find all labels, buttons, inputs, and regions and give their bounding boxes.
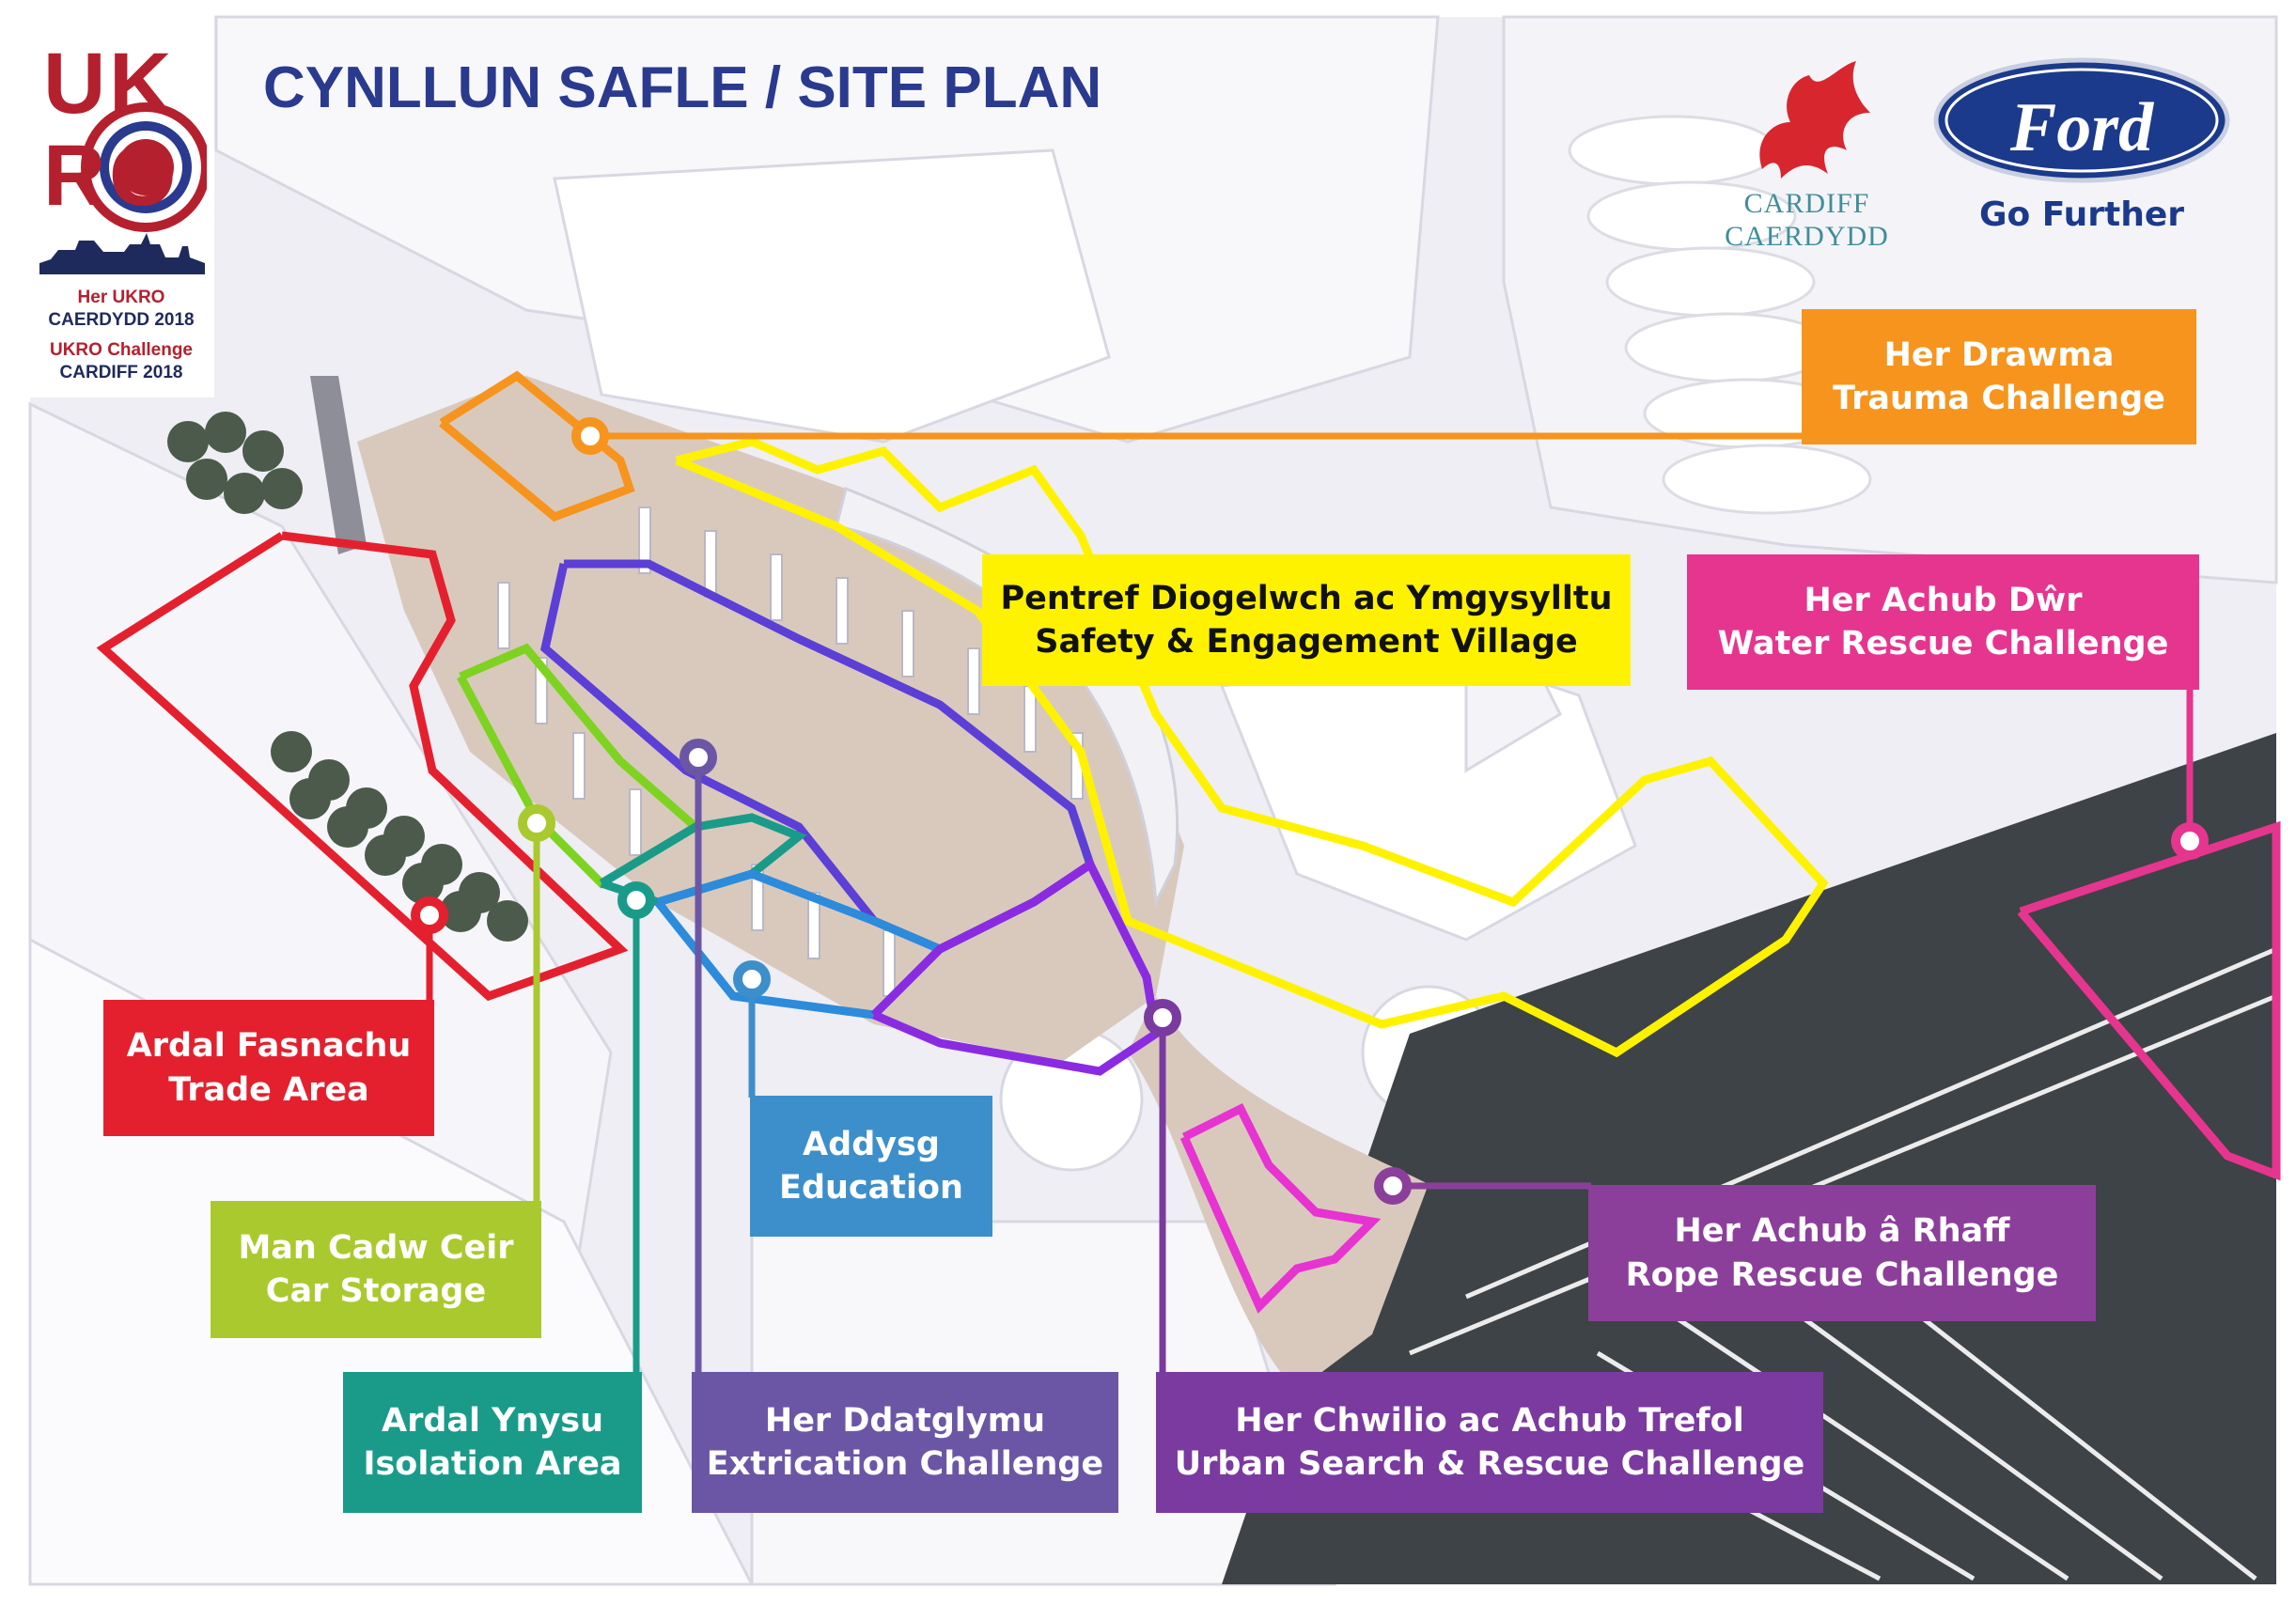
callout-isolation-area: Ardal Ynysu Isolation Area — [343, 1372, 642, 1513]
zone-trade-area — [96, 531, 629, 1002]
zone-trauma — [439, 370, 635, 522]
callout-isolation-area-english: Isolation Area — [363, 1445, 622, 1483]
callout-trade-area: Ardal Fasnachu Trade Area — [103, 1000, 434, 1136]
callout-urban-search: Her Chwilio ac Achub Trefol Urban Search… — [1156, 1372, 1823, 1513]
pin-urban-search — [1144, 999, 1181, 1036]
pin-trade-area — [411, 896, 448, 934]
callout-car-storage-english: Car Storage — [265, 1272, 487, 1310]
ford-oval-icon — [1933, 57, 2230, 183]
zone-safety-village — [675, 437, 1829, 1058]
callout-water-rescue-english: Water Rescue Challenge — [1717, 625, 2169, 662]
ukro-monogram: U K R O — [43, 36, 207, 232]
callout-trade-area-welsh: Ardal Fasnachu — [126, 1027, 412, 1066]
callout-safety-village-welsh: Pentref Diogelwch ac Ymgysylltu — [1000, 579, 1613, 617]
ukro-caption-1: Her UKRO — [77, 288, 165, 307]
callout-safety-village: Pentref Diogelwch ac Ymgysylltu Safety &… — [982, 554, 1631, 686]
callout-rope-rescue: Her Achub â Rhaff Rope Rescue Challenge — [1588, 1185, 2096, 1321]
callout-extrication: Her Ddatglymu Extrication Challenge — [692, 1372, 1118, 1513]
plaza-ground — [357, 376, 1184, 1062]
zone-urban-search — [870, 858, 1161, 1076]
ukro-caption-3: UKRO Challenge — [49, 340, 194, 360]
callout-car-storage-welsh: Man Cadw Ceir — [238, 1228, 514, 1267]
callout-trauma-challenge: Her Drawma Trauma Challenge — [1802, 309, 2196, 444]
ukro-letter-o: O — [109, 128, 177, 224]
callout-trauma-english: Trauma Challenge — [1833, 380, 2165, 417]
page-title: CYNLLUN SAFLE / SITE PLAN — [263, 55, 1102, 120]
skyline-icon — [39, 233, 205, 274]
callout-rope-rescue-english: Rope Rescue Challenge — [1625, 1255, 2059, 1294]
dragon-icon — [1759, 61, 1870, 179]
pin-education — [733, 960, 771, 998]
ukro-caption-4: CARDIFF 2018 — [59, 363, 183, 382]
monument — [310, 376, 367, 554]
callout-extrication-english: Extrication Challenge — [706, 1445, 1104, 1483]
pin-water-rescue — [2171, 822, 2209, 860]
callout-car-storage: Man Cadw Ceir Car Storage — [211, 1201, 541, 1338]
pin-isolation-area — [617, 881, 655, 919]
callout-education: Addysg Education — [750, 1096, 992, 1237]
ukro-letter-u: U — [43, 36, 105, 132]
ukro-caption-2: CAERDYDD 2018 — [48, 310, 195, 330]
callout-trade-area-english: Trade Area — [168, 1070, 369, 1109]
cardiff-council-logo: CARDIFF CAERDYDD — [1706, 56, 1908, 273]
callout-urban-search-welsh: Her Chwilio ac Achub Trefol — [1235, 1401, 1744, 1440]
pin-rope-rescue — [1374, 1167, 1412, 1205]
ford-logo: Ford Go Further — [1931, 55, 2241, 252]
callout-safety-village-english: Safety & Engagement Village — [1035, 623, 1578, 661]
zone-rope-rescue — [1179, 1102, 1382, 1314]
pin-extrication — [679, 739, 717, 776]
callout-education-english: Education — [779, 1169, 963, 1207]
callout-urban-search-english: Urban Search & Rescue Challenge — [1174, 1445, 1805, 1483]
ford-tagline: Go Further — [1978, 195, 2184, 234]
ford-wordmark: Ford — [2009, 89, 2154, 166]
caerdydd-wordmark: CAERDYDD — [1725, 221, 1889, 252]
callout-education-welsh: Addysg — [803, 1125, 940, 1163]
callout-extrication-welsh: Her Ddatglymu — [764, 1401, 1046, 1440]
ukro-letter-k: K — [109, 36, 171, 132]
ukro-letter-r: R — [43, 128, 105, 224]
ukro-logo: U K R O Her UKRO CAERDYDD 2018 UKRO Chal… — [28, 17, 214, 397]
pin-car-storage — [518, 804, 555, 842]
pin-trauma — [571, 417, 609, 455]
callout-water-rescue: Her Achub Dŵr Water Rescue Challenge — [1687, 554, 2199, 690]
callout-water-rescue-welsh: Her Achub Dŵr — [1804, 581, 2083, 619]
callout-trauma-welsh: Her Drawma — [1883, 335, 2115, 374]
cardiff-wordmark: CARDIFF — [1743, 188, 1870, 219]
callout-isolation-area-welsh: Ardal Ynysu — [381, 1401, 604, 1440]
bay-water — [1222, 733, 2276, 1584]
building-top-inner — [553, 148, 1111, 444]
callout-rope-rescue-welsh: Her Achub â Rhaff — [1674, 1212, 2010, 1251]
